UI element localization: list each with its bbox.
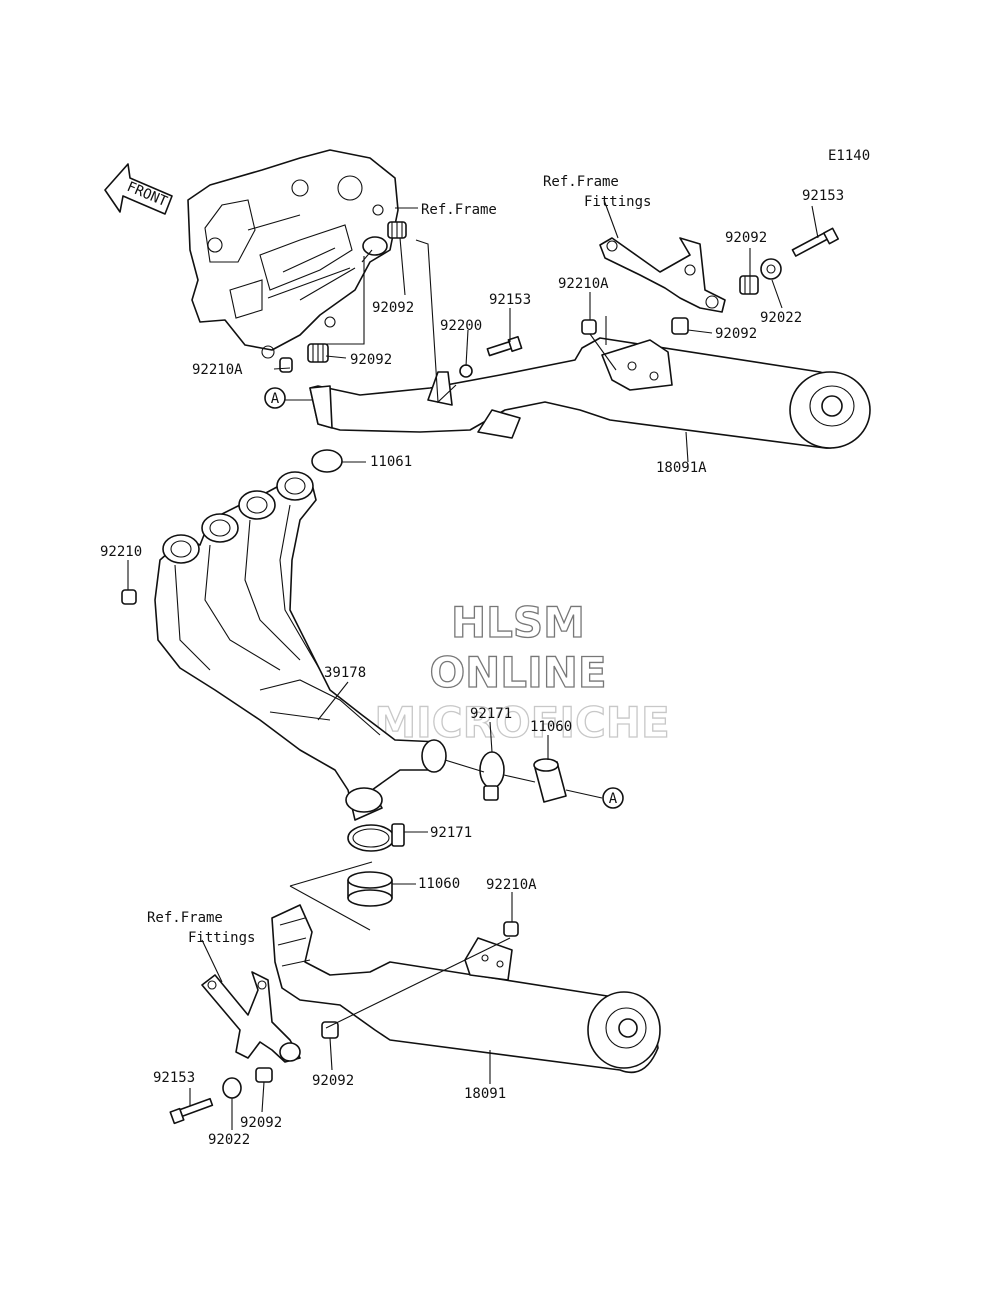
washer-92022-top: [760, 258, 782, 280]
label-ref-frame-fittings-top-2: Fittings: [584, 194, 651, 210]
collar-92092-frame-upper: [387, 221, 407, 239]
clamp-92171-right: [479, 751, 505, 801]
label-92210: 92210: [100, 544, 142, 560]
collar-92092-muffler-top: [671, 317, 689, 335]
collar-92092-bottom-muffler: [321, 1021, 339, 1039]
label-92171-right: 92171: [470, 706, 512, 722]
bolt-92153-mid: [486, 335, 523, 357]
svg-text:A: A: [609, 791, 618, 807]
leader-lines: [127, 199, 819, 1130]
label-92092-bracket: 92092: [725, 230, 767, 246]
nut-92210A-top: [581, 319, 597, 335]
clamp-92171-center: [347, 823, 405, 852]
label-92022-bottom: 92022: [208, 1132, 250, 1148]
watermark: HLSM ONLINE MICROFICHE: [374, 597, 671, 747]
label-11060-center: 11060: [418, 876, 460, 892]
diagram-code: E1140: [828, 148, 870, 164]
washer-92200: [459, 364, 473, 378]
nut-92210: [121, 589, 137, 605]
exhaust-header-39178: [154, 471, 447, 821]
label-39178: 39178: [324, 665, 366, 681]
label-92092-bottom: 92092: [240, 1115, 282, 1131]
label-92153-top: 92153: [802, 188, 844, 204]
ref-marker-a-bottom: A: [602, 787, 624, 809]
frame-fitting-bracket-top: [599, 237, 726, 313]
ref-marker-a-top: A: [264, 387, 286, 409]
label-92092-muffler-top: 92092: [715, 326, 757, 342]
bolt-92153-top: [791, 227, 840, 257]
label-92022-top: 92022: [760, 310, 802, 326]
engine-frame: [187, 149, 399, 359]
collar-92092-bottom: [255, 1067, 273, 1083]
muffler-18091: [271, 904, 661, 1074]
muffler-18091A: [309, 337, 871, 449]
label-11060-right: 11060: [530, 719, 572, 735]
label-92171-center: 92171: [430, 825, 472, 841]
label-92092-bottom-muffler: 92092: [312, 1073, 354, 1089]
label-ref-frame-fittings-top-1: Ref.Frame: [543, 174, 619, 190]
label-92200: 92200: [440, 318, 482, 334]
label-18091A: 18091A: [656, 460, 707, 476]
label-18091: 18091: [464, 1086, 506, 1102]
washer-92022-bottom: [222, 1077, 242, 1099]
gasket-11061: [311, 449, 343, 473]
part-labels: Ref.Frame Ref.Frame Fittings 92153 92092…: [100, 174, 844, 1148]
frame-fitting-bracket-bottom: [201, 971, 301, 1063]
label-ref-frame-top: Ref.Frame: [421, 202, 497, 218]
label-92092-frame-lower: 92092: [350, 352, 392, 368]
nut-92210A-left: [279, 357, 293, 373]
label-92153-bottom: 92153: [153, 1070, 195, 1086]
label-92210A-top: 92210A: [558, 276, 609, 292]
collar-92092-frame-inner: [362, 236, 388, 256]
collar-92092-frame-lower: [307, 343, 329, 363]
nut-92210A-bottom: [503, 921, 519, 937]
watermark-line-2: ONLINE: [429, 648, 606, 697]
front-arrow-icon: FRONT: [104, 163, 173, 215]
svg-text:A: A: [271, 391, 280, 407]
watermark-line-1: HLSM: [451, 598, 585, 647]
sleeve-11060-right: [533, 758, 567, 803]
label-92153-mid: 92153: [489, 292, 531, 308]
sleeve-11060-center: [347, 871, 393, 907]
label-ref-frame-fittings-bottom-2: Fittings: [188, 930, 255, 946]
label-92210A-left: 92210A: [192, 362, 243, 378]
collar-92092-bracket: [739, 275, 759, 295]
watermark-line-3: MICROFICHE: [374, 698, 669, 747]
label-11061: 11061: [370, 454, 412, 470]
bolt-92153-bottom: [169, 1097, 214, 1125]
label-ref-frame-fittings-bottom-1: Ref.Frame: [147, 910, 223, 926]
label-92092-frame-upper: 92092: [372, 300, 414, 316]
label-92210A-bottom: 92210A: [486, 877, 537, 893]
